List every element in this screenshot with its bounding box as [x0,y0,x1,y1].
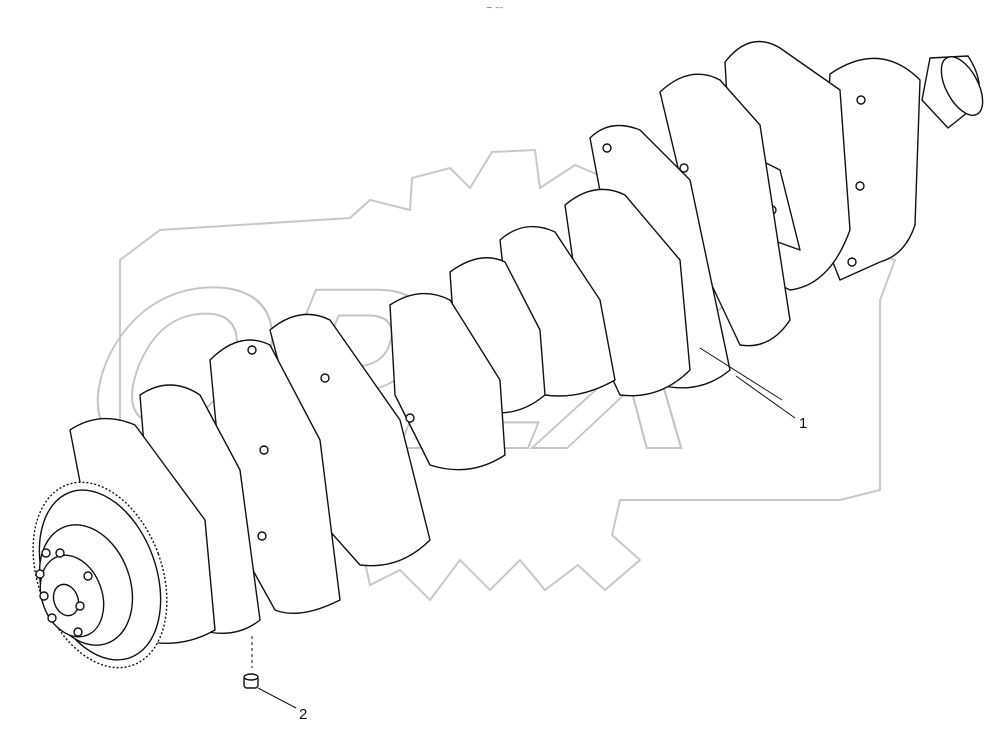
rear-shaft-end [940,56,984,116]
callout-2-label: 2 [299,706,307,723]
crank-web-5 [659,73,791,347]
crank-web-2 [389,292,506,471]
callout-2: 2 [257,687,307,723]
watermark-gear-outline [119,148,897,602]
callout-1: 1 [735,375,807,432]
crankshaft [32,40,984,669]
timing-gear [32,481,168,669]
counterweight-front [269,313,431,567]
header-mark: ~ –– [486,3,503,12]
dowel-pin [243,636,259,689]
callout-1-label: 1 [799,415,807,432]
